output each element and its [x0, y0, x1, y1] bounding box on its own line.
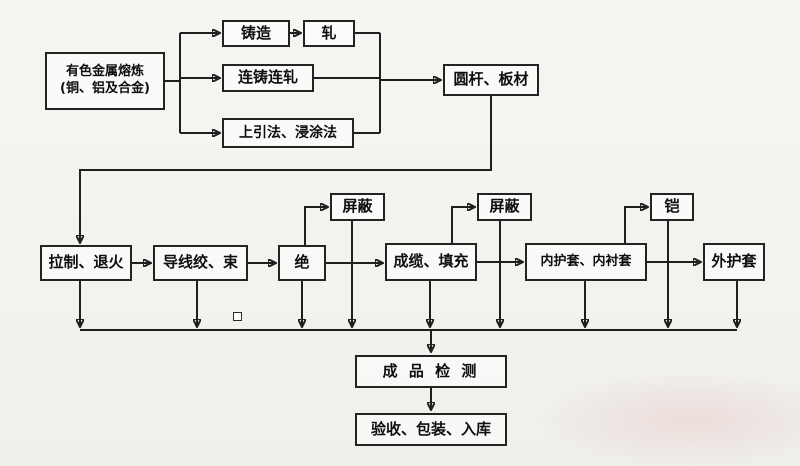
node-armor-label: 铠 [664, 197, 680, 216]
node-armor: 铠 [650, 193, 694, 221]
small-square-mark [233, 312, 242, 321]
node-casting: 铸造 [222, 20, 290, 47]
node-shield-b: 屏蔽 [477, 193, 532, 221]
node-rod-plate: 圆杆、板材 [443, 64, 539, 96]
node-inner-sheath: 内护套、内衬套 [525, 243, 647, 281]
node-final-testing: 成 品 检 测 [355, 355, 507, 388]
arrow-rod-to-drawing [80, 96, 492, 243]
node-outer-sheath-label: 外护套 [711, 252, 757, 271]
node-acceptance-label: 验收、包装、入库 [370, 419, 491, 438]
node-rolling: 轧 [303, 20, 355, 47]
node-strand-bundle: 导线绞、束 [153, 245, 248, 281]
node-shield-a: 屏蔽 [330, 193, 385, 221]
node-inner-sheath-label: 内护套、内衬套 [540, 253, 632, 269]
node-insulation: 绝 [278, 245, 326, 281]
node-shield-b-label: 屏蔽 [489, 197, 520, 216]
node-cabling-filling: 成缆、填充 [385, 243, 477, 281]
node-strand-bundle-label: 导线绞、束 [162, 253, 238, 272]
node-casting-label: 铸造 [240, 23, 271, 42]
node-upcast-dipcoat-label: 上引法、浸涂法 [239, 124, 337, 141]
arrow-insulation-to-shield-a [304, 207, 328, 245]
node-cabling-filling-label: 成缆、填充 [393, 252, 469, 271]
node-outer-sheath: 外护套 [703, 243, 765, 281]
node-final-testing-label: 成 品 检 测 [382, 361, 480, 380]
node-drawing-annealing: 拉制、退火 [40, 245, 132, 281]
arrow-inner-sheath-to-armor [624, 207, 648, 243]
node-insulation-label: 绝 [294, 253, 310, 272]
arrow-cabling-to-shield-b [451, 207, 475, 243]
node-acceptance: 验收、包装、入库 [355, 413, 507, 446]
node-upcast-dipcoat: 上引法、浸涂法 [222, 118, 354, 148]
node-rolling-label: 轧 [321, 23, 337, 42]
node-drawing-annealing-label: 拉制、退火 [48, 253, 124, 272]
node-smelting: 有色金属熔炼 (铜、铝及合金) [45, 52, 165, 110]
node-shield-a-label: 屏蔽 [342, 197, 373, 216]
node-continuous-cast-roll-label: 连铸连轧 [237, 68, 298, 87]
node-continuous-cast-roll: 连铸连轧 [222, 64, 314, 92]
node-rod-plate-label: 圆杆、板材 [453, 70, 529, 89]
node-smelting-label-line1: 有色金属熔炼 [65, 64, 144, 80]
node-smelting-label-line2: (铜、铝及合金) [60, 81, 150, 96]
